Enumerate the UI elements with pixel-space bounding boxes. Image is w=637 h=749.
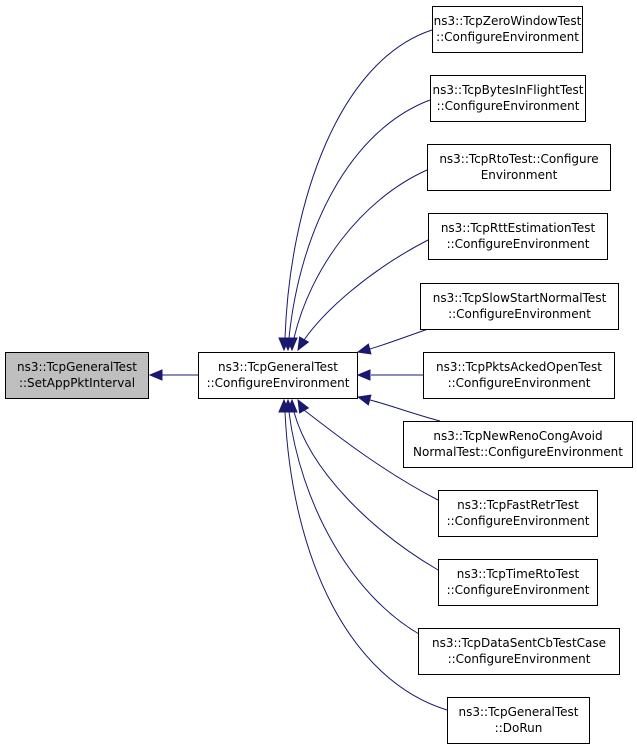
- node-rtt-estimation[interactable]: ns3::TcpRttEstimationTest::ConfigureEnvi…: [428, 213, 608, 260]
- node-general-do-run[interactable]: ns3::TcpGeneralTest::DoRun: [447, 697, 590, 744]
- node-label-line: ns3::TcpGeneralTest: [218, 360, 338, 374]
- node-label-line: ::ConfigureEnvironment: [448, 307, 591, 321]
- arrowhead: [286, 337, 298, 352]
- edge-fast_retr-to-general_configure_env: [297, 398, 439, 501]
- node-box: [198, 352, 358, 399]
- arrowhead: [297, 398, 310, 414]
- node-box: [438, 490, 598, 537]
- node-set-app-pkt-interval[interactable]: ns3::TcpGeneralTest::SetAppPktInterval: [5, 352, 149, 399]
- node-label-line: ns3::TcpBytesInFlightTest: [432, 83, 583, 97]
- node-label-line: ns3::TcpDataSentCbTestCase: [432, 636, 606, 650]
- node-box: [428, 213, 608, 260]
- node-zero-window[interactable]: ns3::TcpZeroWindowTest::ConfigureEnviron…: [432, 6, 583, 53]
- node-label-line: Environment: [481, 168, 558, 182]
- arrowhead: [356, 369, 371, 381]
- edge-newreno_cong_avoid-to-general_configure_env: [356, 394, 441, 422]
- node-label-line: ns3::TcpRtoTest::Configure: [439, 152, 598, 166]
- edge-line: [303, 239, 429, 341]
- edge-line: [288, 411, 431, 641]
- edge-rtt_estimation-to-general_configure_env: [297, 239, 429, 352]
- node-label-line: ::ConfigureEnvironment: [436, 30, 579, 44]
- node-box: [432, 6, 583, 53]
- edge-pkts_acked_open-to-general_configure_env: [356, 369, 423, 381]
- nodes-layer: ns3::TcpGeneralTest::SetAppPktIntervalns…: [5, 6, 633, 744]
- node-slow-start-normal[interactable]: ns3::TcpSlowStartNormalTest::ConfigureEn…: [420, 283, 619, 330]
- node-box: [423, 352, 615, 399]
- edges-layer: [148, 29, 448, 711]
- node-label-line: ns3::TcpPktsAckedOpenTest: [436, 360, 602, 374]
- arrowhead: [356, 394, 372, 406]
- node-label-line: ::ConfigureEnvironment: [437, 99, 580, 113]
- node-bytes-in-flight[interactable]: ns3::TcpBytesInFlightTest::ConfigureEnvi…: [430, 75, 586, 122]
- node-label-line: NormalTest::ConfigureEnvironment: [413, 445, 623, 459]
- edge-line: [293, 169, 428, 339]
- node-label-line: ::ConfigureEnvironment: [447, 583, 590, 597]
- node-box: [5, 352, 149, 399]
- node-box: [418, 628, 620, 675]
- node-label-line: ns3::TcpSlowStartNormalTest: [433, 291, 607, 305]
- arrowhead: [148, 369, 163, 381]
- node-label-line: ::SetAppPktInterval: [19, 376, 135, 390]
- edge-bytes_in_flight-to-general_configure_env: [282, 99, 431, 352]
- node-label-line: ns3::TcpZeroWindowTest: [434, 14, 582, 28]
- node-newreno-cong-avoid[interactable]: ns3::TcpNewRenoCongAvoidNormalTest::Conf…: [403, 421, 633, 468]
- node-label-line: ::ConfigureEnvironment: [447, 237, 590, 251]
- node-label-line: ::ConfigureEnvironment: [448, 376, 591, 390]
- node-box: [427, 144, 611, 191]
- edge-line: [369, 399, 441, 422]
- edge-rto_test-to-general_configure_env: [286, 169, 428, 352]
- node-label-line: ns3::TcpFastRetrTest: [457, 498, 579, 512]
- arrowhead: [297, 336, 310, 352]
- node-label-line: ns3::TcpTimeRtoTest: [457, 567, 580, 581]
- node-pkts-acked-open[interactable]: ns3::TcpPktsAckedOpenTest::ConfigureEnvi…: [423, 352, 615, 399]
- node-data-sent-cb[interactable]: ns3::TcpDataSentCbTestCase::ConfigureEnv…: [418, 628, 620, 675]
- node-time-rto[interactable]: ns3::TcpTimeRtoTest::ConfigureEnvironmen…: [438, 559, 598, 606]
- edge-general_configure_env-to-set_app_pkt_interval: [148, 369, 198, 381]
- node-label-line: ::ConfigureEnvironment: [447, 514, 590, 528]
- node-label-line: ns3::TcpGeneralTest: [17, 360, 137, 374]
- edge-zero_window-to-general_configure_env: [278, 29, 433, 352]
- edge-line: [288, 99, 431, 339]
- node-rto-test[interactable]: ns3::TcpRtoTest::ConfigureEnvironment: [427, 144, 611, 191]
- edge-line: [284, 29, 433, 339]
- edge-line: [293, 411, 439, 571]
- node-label-line: ns3::TcpNewRenoCongAvoid: [433, 429, 602, 443]
- edge-line: [284, 411, 448, 711]
- node-box: [420, 283, 619, 330]
- node-label-line: ns3::TcpGeneralTest: [458, 705, 578, 719]
- node-label-line: ::ConfigureEnvironment: [207, 376, 350, 390]
- node-box: [438, 559, 598, 606]
- node-label-line: ::DoRun: [495, 721, 543, 735]
- node-box: [403, 421, 633, 468]
- edge-general_do_run-to-general_configure_env: [278, 398, 448, 711]
- node-label-line: ns3::TcpRttEstimationTest: [441, 221, 596, 235]
- node-general-configure-env[interactable]: ns3::TcpGeneralTest::ConfigureEnvironmen…: [198, 352, 358, 399]
- edge-line: [303, 409, 439, 501]
- node-box: [447, 697, 590, 744]
- node-label-line: ::ConfigureEnvironment: [448, 652, 591, 666]
- arrowhead: [278, 398, 290, 413]
- node-box: [430, 75, 586, 122]
- node-fast-retr[interactable]: ns3::TcpFastRetrTest::ConfigureEnvironme…: [438, 490, 598, 537]
- arrowhead: [356, 343, 372, 355]
